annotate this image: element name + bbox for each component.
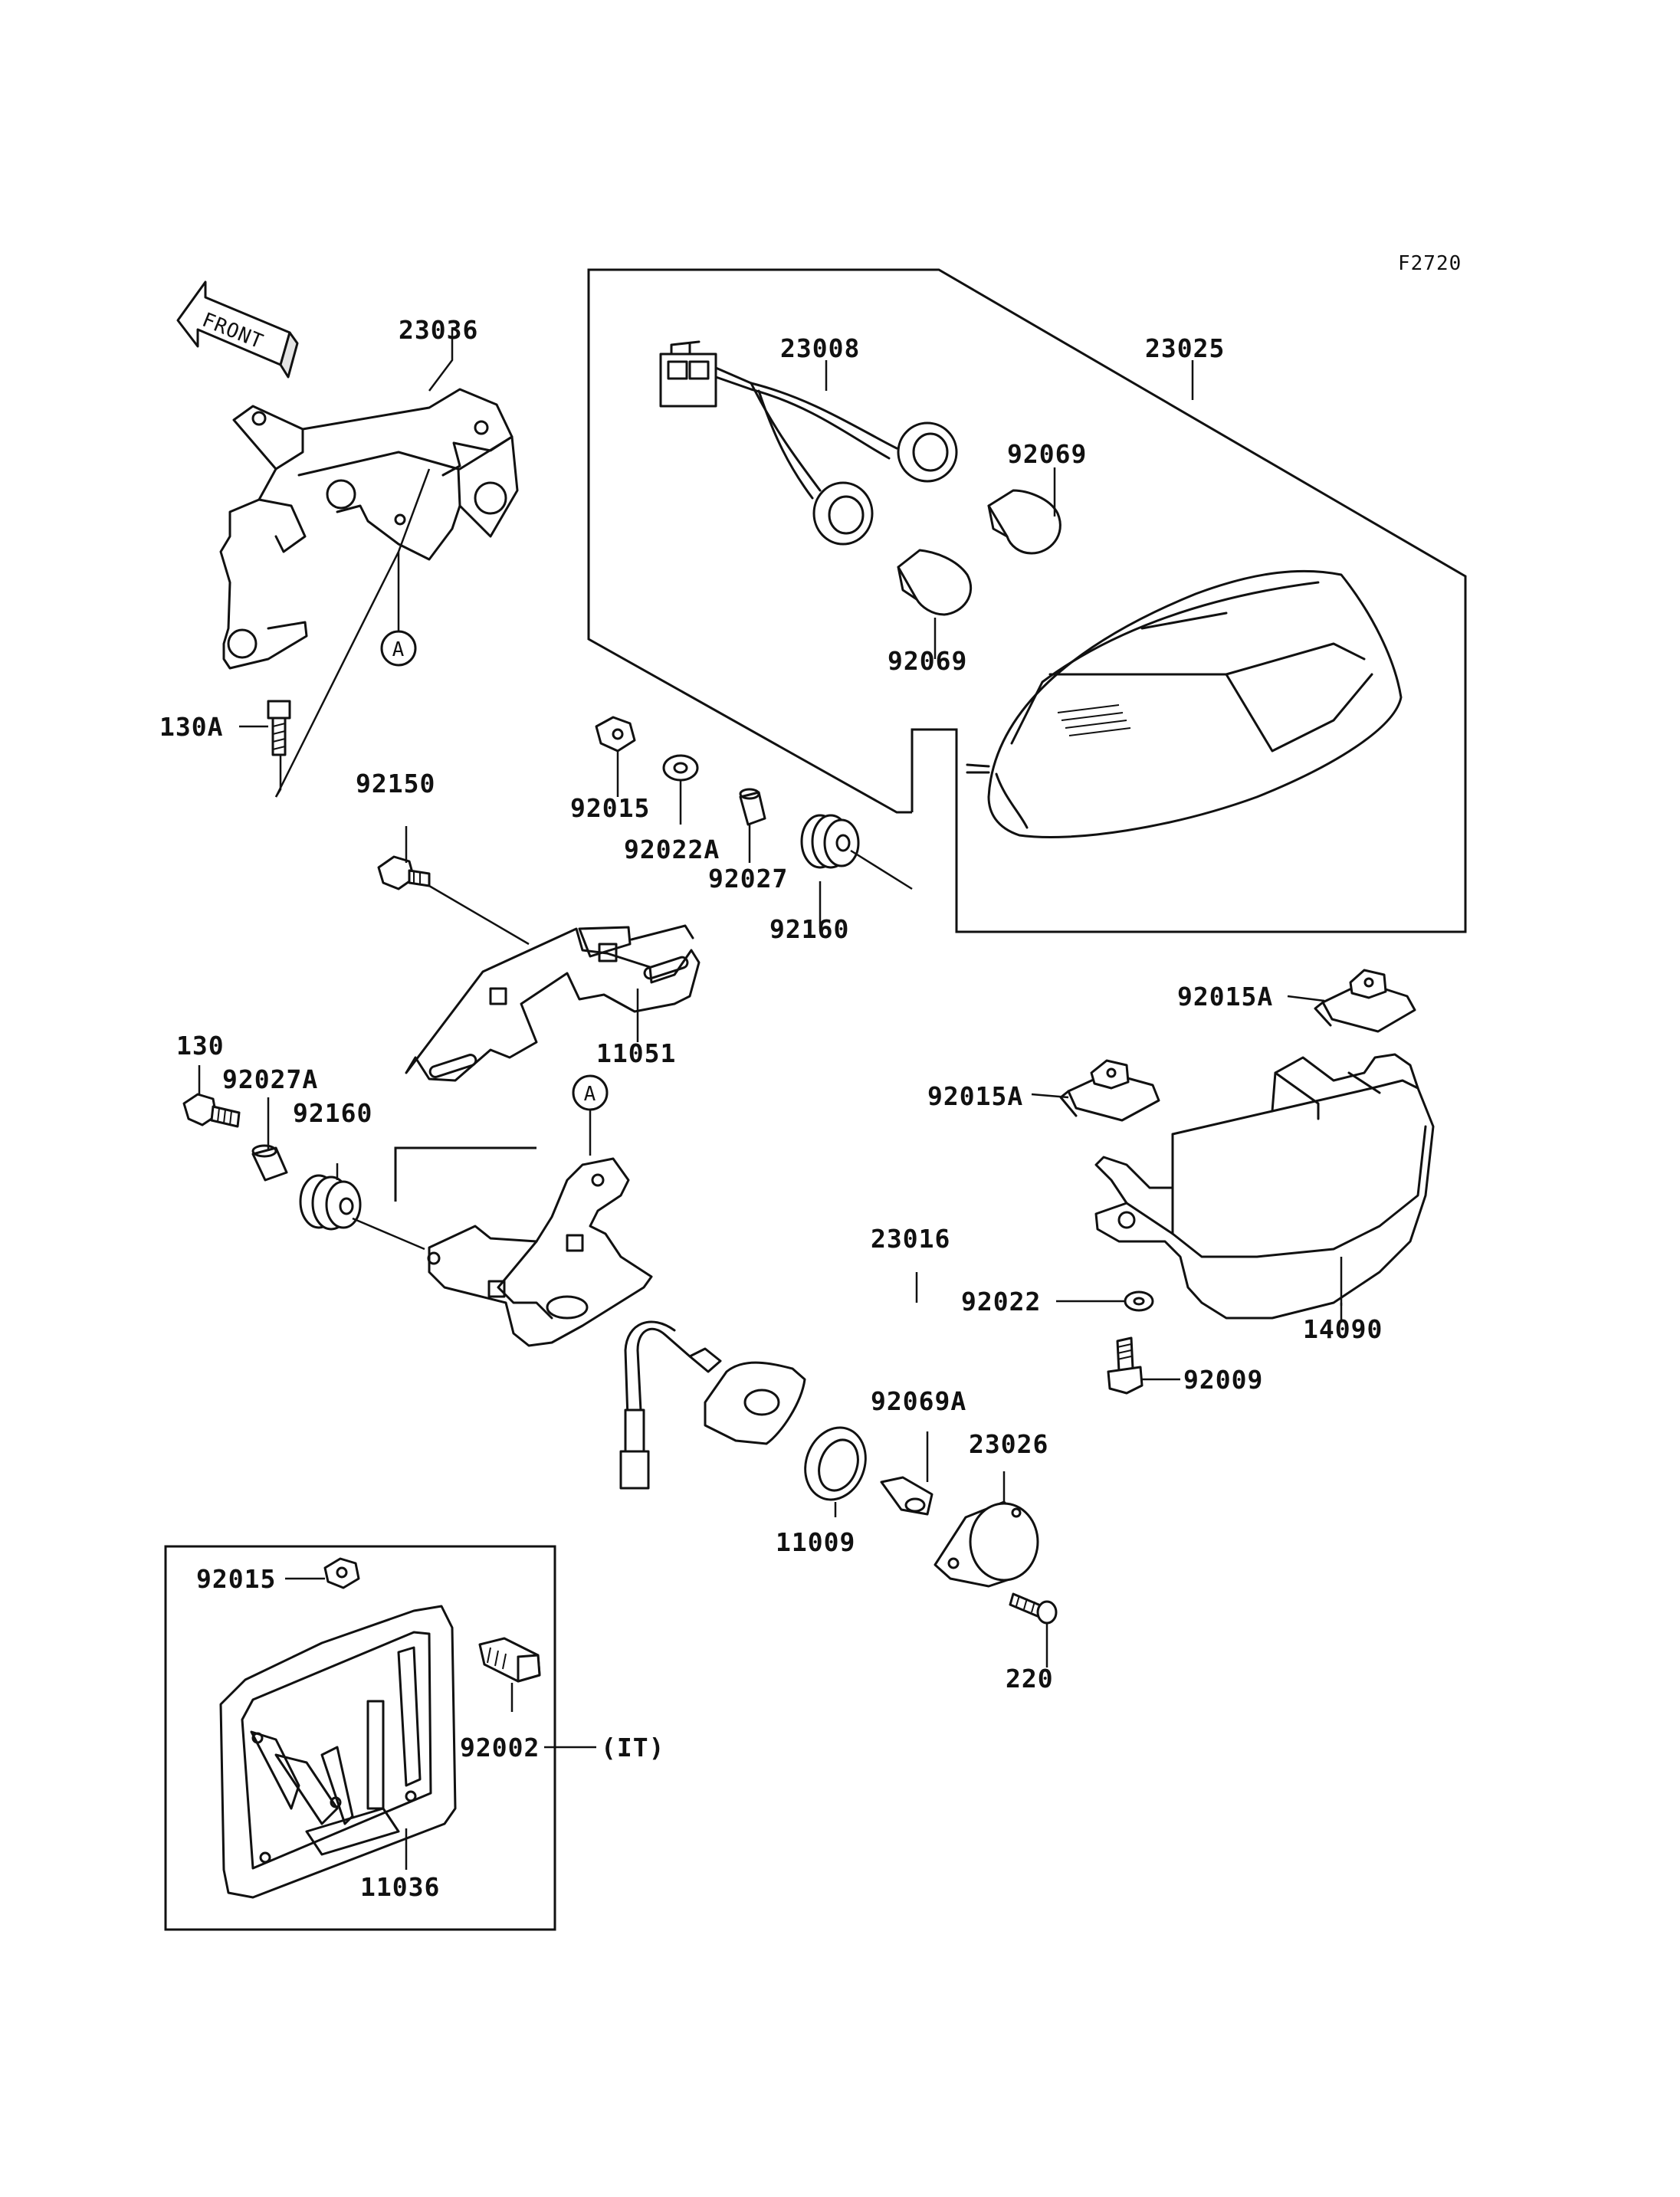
grommet-92160-mid: [800, 814, 860, 869]
license-lamp-bracket: [427, 1157, 653, 1347]
bolt-130: [182, 1093, 241, 1128]
license-lamp-lens-23026: [934, 1500, 1039, 1588]
cover-14090: [1094, 1053, 1435, 1320]
license-plate-bracket-11036: [219, 1605, 457, 1899]
nut-92015A-right: [1314, 969, 1416, 1033]
label-92069A: 92069A: [871, 1386, 966, 1416]
label-130: 130: [176, 1031, 225, 1061]
bolt-92150: [377, 855, 431, 890]
label-23016: 23016: [871, 1224, 950, 1254]
label-220: 220: [1006, 1664, 1054, 1694]
label-92027A: 92027A: [222, 1064, 318, 1094]
svg-text:A: A: [392, 638, 405, 661]
screw-92009: [1107, 1336, 1144, 1395]
bolt-130A: [267, 700, 291, 756]
bulb-92069-lower: [897, 549, 973, 616]
label-92015-bottom: 92015: [196, 1564, 276, 1594]
grommet-92160-left: [299, 1174, 362, 1231]
screw-220: [1009, 1592, 1058, 1625]
label-92015-mid: 92015: [570, 793, 650, 823]
label-92002: 92002: [460, 1733, 540, 1763]
label-11036: 11036: [360, 1872, 440, 1902]
bulb-92069-upper: [987, 489, 1061, 555]
label-92160-mid: 92160: [769, 914, 849, 944]
label-92069-top: 92069: [1007, 439, 1087, 469]
ref-marker-a-mid: A: [572, 1074, 609, 1111]
assembly-box-23016: [394, 1146, 536, 1202]
nut-92015-bottom: [323, 1557, 360, 1589]
label-14090: 14090: [1303, 1314, 1383, 1344]
label-92009: 92009: [1183, 1365, 1263, 1395]
washer-92022: [1124, 1290, 1154, 1312]
figure-code: F2720: [1398, 252, 1462, 275]
bracket-23036: [219, 388, 519, 670]
front-direction-arrow: FRONT: [176, 280, 299, 379]
license-lamp-socket: [619, 1320, 806, 1490]
label-11051: 11051: [596, 1038, 676, 1068]
collar-92027: [739, 788, 766, 826]
label-92150: 92150: [356, 769, 435, 798]
option-note-it: (IT): [601, 1733, 664, 1763]
label-92160-left: 92160: [293, 1098, 372, 1128]
assembly-box-23025: [587, 268, 1467, 933]
ref-marker-a-top: A: [380, 630, 417, 667]
wiring-harness-23008: [659, 340, 958, 546]
label-23008: 23008: [780, 333, 860, 363]
label-92022A: 92022A: [624, 835, 720, 864]
label-92069-bottom: 92069: [888, 646, 967, 676]
label-23036: 23036: [399, 315, 478, 345]
label-23025: 23025: [1145, 333, 1225, 363]
label-130A: 130A: [159, 712, 223, 742]
nut-92015-mid: [595, 716, 636, 753]
label-23026: 23026: [969, 1429, 1048, 1459]
collar-92027A: [251, 1144, 288, 1182]
leader-lines: [198, 330, 1343, 1870]
tail-lamp-lens: [966, 569, 1403, 839]
label-92015A-left: 92015A: [927, 1081, 1023, 1111]
gasket-11009: [804, 1426, 867, 1501]
svg-text:A: A: [584, 1083, 597, 1106]
nut-92015A-left: [1059, 1059, 1160, 1122]
bracket-11051: [405, 924, 701, 1082]
part-labels: 23036 23008 23025 92069 92069 130A 92150…: [159, 315, 1383, 1902]
washer-92022A: [662, 754, 699, 782]
bolt-92002: [478, 1637, 541, 1683]
assembly-box-11036: [164, 1545, 556, 1931]
bulb-92069A: [880, 1476, 934, 1516]
label-11009: 11009: [776, 1527, 855, 1557]
label-92015A-right: 92015A: [1177, 982, 1273, 1012]
label-92022: 92022: [961, 1287, 1041, 1317]
label-92027: 92027: [708, 864, 788, 894]
